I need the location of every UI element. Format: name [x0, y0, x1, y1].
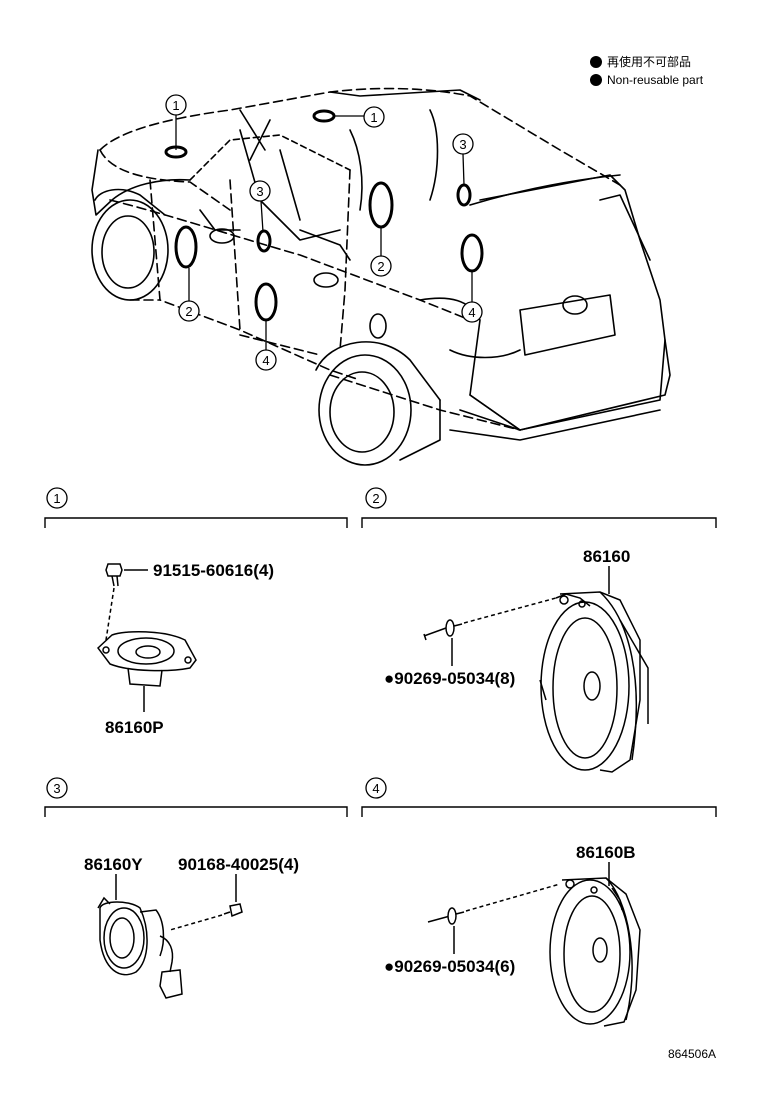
callout-4-front: 4 [255, 349, 277, 371]
speaker-marker-1-rear [312, 109, 336, 123]
tweeter-86160y-icon [97, 896, 183, 999]
vehicle-leader-lines [175, 115, 473, 350]
section-2-parts [423, 566, 649, 773]
callout-1-front: 1 [165, 94, 187, 116]
svg-text:1: 1 [370, 110, 377, 125]
screw-axis-line [105, 587, 115, 641]
section-headers [44, 517, 717, 817]
svg-text:3: 3 [256, 184, 263, 199]
legend-bullet-2-icon [590, 74, 602, 86]
svg-text:2: 2 [372, 491, 379, 506]
part-label-90269-05034-8: ●90269-05034(8) [384, 669, 515, 688]
part-label-86160b: 86160B [576, 843, 636, 862]
rivet-90269-8-icon [423, 619, 463, 641]
svg-text:4: 4 [262, 353, 269, 368]
section-number-3: 3 [46, 777, 68, 799]
section-4-parts [427, 862, 641, 1027]
svg-text:1: 1 [53, 491, 60, 506]
callout-3-front: 3 [249, 180, 271, 202]
section-number-1: 1 [46, 487, 68, 509]
callout-4-rear: 4 [461, 301, 483, 323]
speaker-marker-4-rear [460, 233, 484, 273]
speaker-marker-2-rear [368, 181, 394, 229]
svg-text:3: 3 [53, 781, 60, 796]
part-label-86160: 86160 [583, 547, 630, 566]
speaker-marker-4-front [254, 282, 278, 322]
section-3-parts [97, 874, 243, 999]
legend-item-jp: 再使用不可部品 [607, 54, 691, 69]
speaker-86160-icon [539, 591, 649, 773]
callout-3-rear: 3 [452, 133, 474, 155]
callout-2-rear: 2 [370, 255, 392, 277]
speaker-marker-2-front [174, 225, 198, 269]
svg-text:4: 4 [468, 305, 475, 320]
drawing-code: 864506A [668, 1047, 716, 1061]
part-label-86160y: 86160Y [84, 855, 143, 874]
rivet-90269-6-icon [427, 907, 465, 925]
callout-2-front: 2 [178, 300, 200, 322]
speaker-marker-3-rear [456, 183, 472, 207]
svg-text:1: 1 [172, 98, 179, 113]
legend-bullet-1-icon [590, 56, 602, 68]
part-label-91515-60616: 91515-60616(4) [153, 561, 274, 580]
part-label-90168-40025: 90168-40025(4) [178, 855, 299, 874]
section-number-4: 4 [365, 777, 387, 799]
callout-1-rear: 1 [363, 106, 385, 128]
svg-text:2: 2 [377, 259, 384, 274]
legend-item-en: Non-reusable part [607, 73, 704, 87]
part-label-90269-05034-6: ●90269-05034(6) [384, 957, 515, 976]
section-1-parts [96, 563, 197, 712]
part-label-86160p: 86160P [105, 718, 164, 737]
screw-90168-icon [223, 903, 243, 918]
speaker-86160b-icon [549, 877, 641, 1027]
svg-text:4: 4 [372, 781, 379, 796]
legend: 再使用不可部品 Non-reusable part [590, 54, 704, 87]
vehicle-illustration [91, 87, 671, 466]
vehicle-callouts: 1 1 3 3 2 2 4 4 [165, 94, 483, 371]
section-number-2: 2 [365, 487, 387, 509]
speaker-marker-3-front [256, 229, 272, 253]
svg-text:2: 2 [185, 304, 192, 319]
tweeter-86160p-icon [96, 630, 197, 687]
svg-text:3: 3 [459, 137, 466, 152]
vehicle-speaker-markers [164, 109, 484, 322]
screw-91515-icon [105, 563, 123, 587]
